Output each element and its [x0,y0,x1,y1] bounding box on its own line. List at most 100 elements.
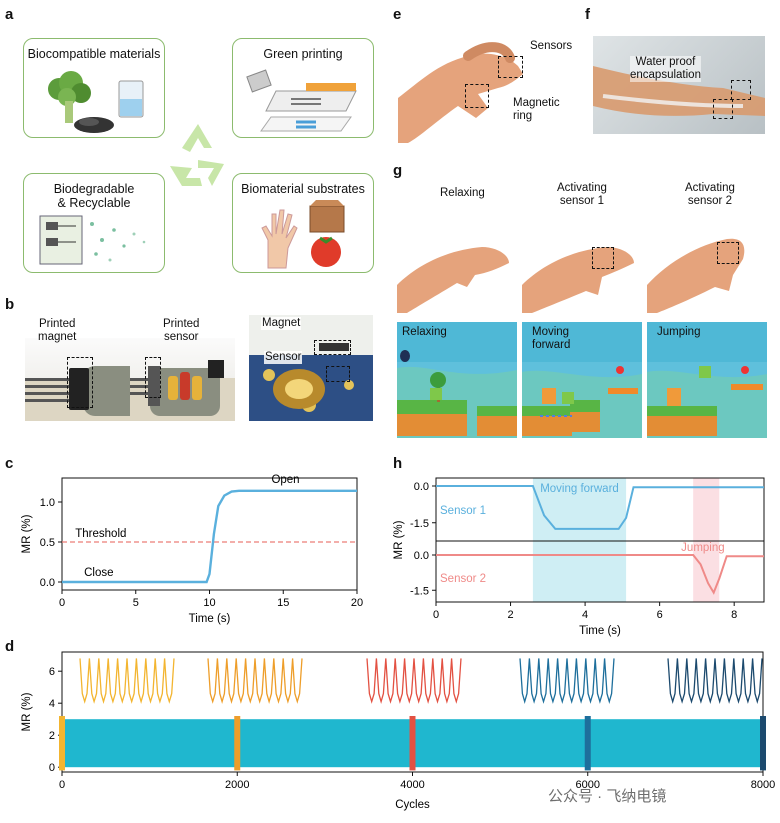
label-sensor: Sensor [264,351,303,364]
game-label-relaxing: Relaxing [402,326,447,338]
photo-hand-sensors [398,28,573,143]
label-magnetic-ring: Magnetic ring [513,97,560,122]
panel-label-b: b [5,296,15,313]
game-screen-moving-forward [522,322,642,438]
x-tick-label: 0 [59,597,65,609]
label-waterproof-encapsulation: Water proof encapsulation [630,56,701,82]
box-biocompatible: Biocompatible materials [23,38,165,138]
state-relaxing: Relaxing [440,187,485,199]
region-jumping [693,478,720,602]
highlight-box [465,84,489,108]
x-tick-label: 10 [203,597,215,609]
x-axis-label: Time (s) [189,613,231,625]
annotation-threshold: Threshold [75,528,126,540]
cycle-marker [584,716,591,771]
annotation-open: Open [271,474,299,486]
region-moving-forward [532,478,627,602]
printing-icon [246,69,357,132]
y-tick-label: 4 [49,698,55,710]
y-tick-label: 0 [49,762,55,774]
label-printed-magnet: Printed magnet [38,318,77,343]
x-tick-label: 0 [433,609,439,621]
state-activating-sensor-2: Activating sensor 2 [685,182,735,207]
photo-hand-activating-sensor-2 [647,225,767,313]
label-magnet: Magnet [261,317,302,330]
x-tick-label: 0 [59,779,65,791]
label-sensors: Sensors [530,40,573,52]
highlight-box [145,357,161,398]
cycle-marker [409,716,416,771]
x-tick-label: 6000 [576,779,600,791]
panel-label-h: h [393,455,403,472]
cycle-marker [234,716,241,771]
x-tick-label: 2000 [225,779,249,791]
state-activating-sensor-1: Activating sensor 1 [557,182,607,207]
panel-label-e: e [393,6,402,23]
cycle-inset-trace [667,658,763,704]
x-tick-label: 4 [582,609,588,621]
region-label-moving-forward: Moving forward [540,483,619,495]
box-green-printing: Green printing [232,38,374,138]
plot-frame [435,477,765,603]
game-label-jumping: Jumping [657,326,701,338]
highlight-box [67,357,93,408]
series-line [62,489,357,584]
x-axis-label: Cycles [395,799,430,811]
legend-sensor-2: Sensor 2 [440,573,486,585]
y-tick-label: 0.0 [414,550,429,562]
box-title: Biodegradable & Recyclable [53,182,135,210]
cycle-marker [59,716,65,771]
highlight-box [731,80,751,100]
y-tick-label: -1.5 [410,518,429,530]
y-tick-label: 0.0 [40,577,55,589]
panel-label-f: f [585,6,590,23]
box-title: Biocompatible materials [27,47,161,61]
label-printed-sensor: Printed sensor [163,318,200,343]
highlight-box [498,56,523,78]
broccoli-icon [48,71,144,133]
x-tick-label: 6 [657,609,663,621]
x-tick-label: 8 [731,609,737,621]
watermark: 公众号 · 飞纳电镜 [548,788,667,805]
y-axis-label: MR (%) [21,692,33,731]
photo-hand-underwater [593,36,765,134]
substrates-icon [261,200,345,269]
y-axis-label: MR (%) [393,520,405,559]
y-tick-label: 6 [49,666,55,678]
panel-label-a: a [5,6,14,23]
x-tick-label: 8000 [751,779,775,791]
series-sensor-1 [436,485,764,530]
x-axis-label: Time (s) [579,625,621,637]
box-biomaterial-substrates: Biomaterial substrates [232,173,374,273]
y-tick-label: 1.0 [40,497,55,509]
cycle-inset-trace [79,658,175,704]
x-tick-label: 5 [133,597,139,609]
biodegradable-circuit-icon [39,215,146,265]
legend-sensor-1: Sensor 1 [440,505,486,517]
photo-hand-relaxing [397,225,517,313]
y-tick-label: 2 [49,730,55,742]
highlight-box [314,340,351,355]
panel-label-d: d [5,638,15,655]
cycle-inset-trace [519,658,615,704]
game-label-moving-forward: Moving forward [532,326,571,351]
recycle-icon [170,124,224,186]
cycle-inset-trace [366,658,462,704]
panel-label-c: c [5,455,14,472]
box-title: Green printing [263,47,343,61]
box-biodegradable: Biodegradable & Recyclable [23,173,165,273]
panel-label-g: g [393,162,403,179]
x-tick-label: 2 [507,609,513,621]
highlight-box [592,247,614,269]
highlight-box [717,242,739,264]
series-sensor-2 [436,554,764,595]
x-tick-label: 4000 [400,779,424,791]
photo-magnet-sensor-device [249,315,373,421]
cycle-marker [760,716,766,771]
photo-hand-activating-sensor-1 [522,225,642,313]
cycle-inset-trace [207,658,303,704]
game-screen-jumping [647,322,767,438]
